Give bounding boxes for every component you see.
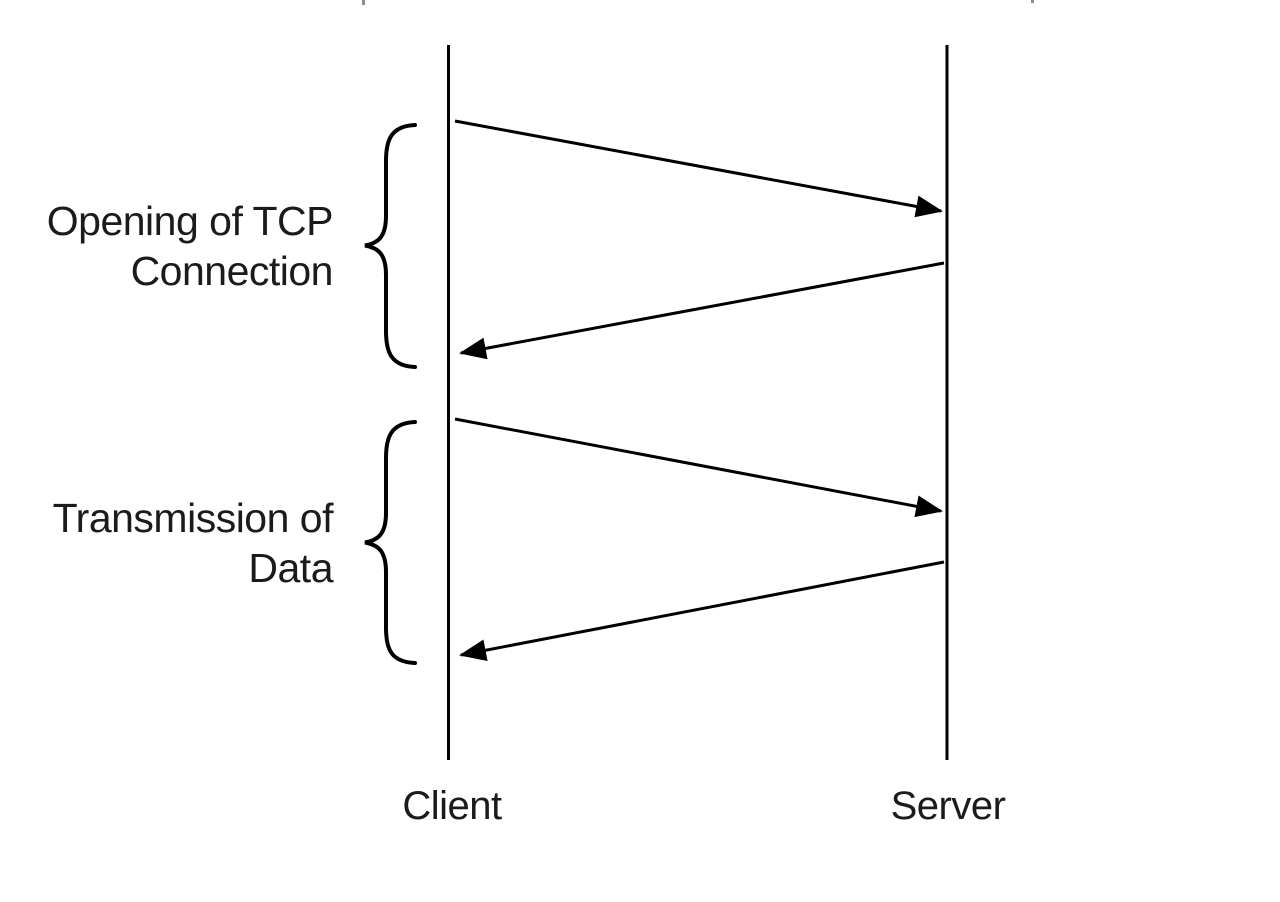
actor-label-server: Server [890,784,1006,828]
section-label-line: Data [248,545,333,591]
top-edge-mark [362,0,365,5]
section-label-line: Opening of TCP [46,198,334,244]
section-label-line: Connection [130,248,334,294]
arrow-client-to-server-2 [454,417,943,518]
top-edge-mark [1031,0,1034,3]
actor-label-client: Client [402,784,502,828]
brace-opening-section [364,123,417,369]
section-label-opening-tcp: Opening of TCP Connection [0,196,334,296]
arrow-server-to-client-1 [459,261,945,360]
section-label-line: Transmission of [52,495,334,541]
brace-transmission-section [364,420,417,665]
arrow-server-to-client-2 [459,560,945,662]
arrow-client-to-server-1 [454,119,943,218]
section-label-transmission-of-data: Transmission of Data [0,493,334,593]
